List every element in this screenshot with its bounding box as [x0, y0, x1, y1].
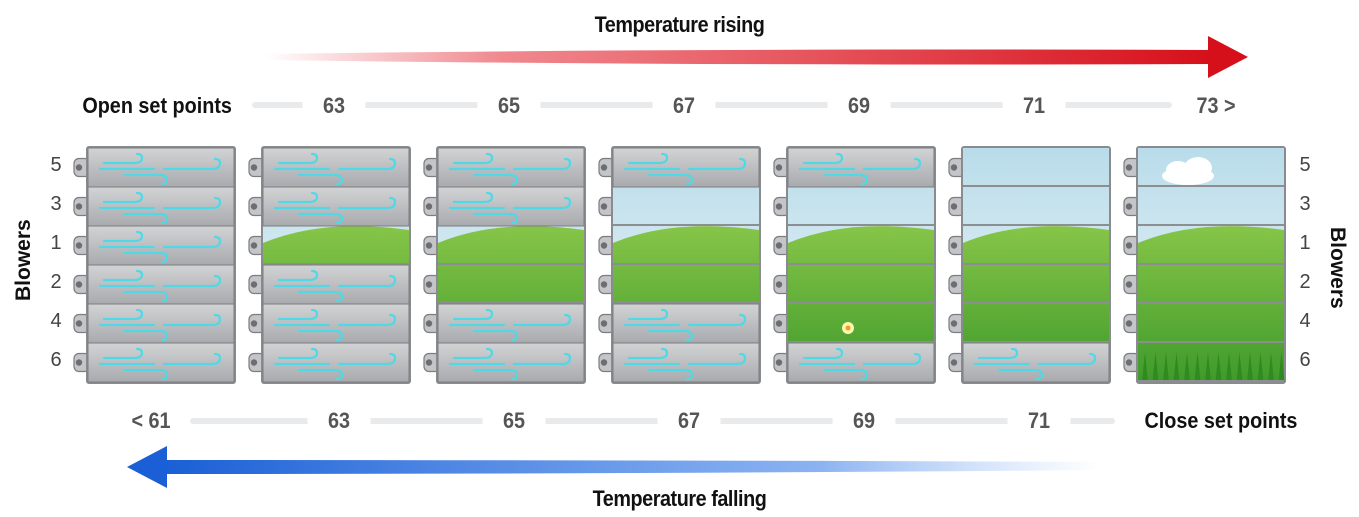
blower-row — [262, 186, 410, 227]
open-set-point-value: 63 — [302, 93, 366, 119]
blower-panel — [948, 146, 1111, 384]
blower-number-right: 1 — [1299, 232, 1311, 254]
wind-icon — [623, 152, 747, 186]
blower-row — [262, 342, 410, 383]
blower-number-left: 1 — [50, 232, 62, 254]
blower-row — [87, 186, 235, 227]
blower-panel — [248, 146, 411, 384]
wind-icon — [273, 308, 397, 342]
temperature-falling-arrow — [127, 446, 1100, 488]
blower-row — [612, 342, 760, 383]
close-set-point-value: 65 — [482, 408, 546, 434]
open-set-point-value: 65 — [477, 93, 541, 119]
wind-icon — [448, 152, 572, 186]
wind-icon — [798, 347, 922, 381]
blower-row — [262, 303, 410, 344]
blower-row — [612, 147, 760, 188]
temperature-falling-title: Temperature falling — [592, 486, 767, 511]
blower-row — [87, 342, 235, 383]
blower-row — [262, 264, 410, 305]
blower-panel — [73, 146, 236, 384]
blower-row — [87, 264, 235, 305]
blower-number-right: 2 — [1299, 271, 1311, 293]
blower-row — [787, 342, 935, 383]
wind-icon — [448, 191, 572, 225]
blower-panel — [423, 146, 586, 384]
close-set-points-label: Close set points — [1144, 408, 1298, 433]
blower-row — [612, 303, 760, 344]
blower-panel — [1123, 146, 1286, 384]
blower-number-left: 6 — [50, 349, 62, 371]
wind-icon — [798, 152, 922, 186]
close-set-points-line — [190, 418, 1115, 424]
blower-number-left: 3 — [50, 193, 62, 215]
cloud-icon — [1162, 157, 1214, 185]
blower-number-right: 6 — [1299, 349, 1311, 371]
temperature-rising-title: Temperature rising — [594, 12, 765, 37]
wind-icon — [273, 269, 397, 303]
blower-number-left: 2 — [50, 271, 62, 293]
wind-icon — [623, 308, 747, 342]
blower-row — [437, 342, 585, 383]
wind-icon — [273, 347, 397, 381]
wind-icon — [98, 230, 222, 264]
blower-row — [962, 342, 1110, 383]
open-set-point-value: 67 — [652, 93, 716, 119]
wind-icon — [98, 308, 222, 342]
wind-icon — [98, 191, 222, 225]
blower-row — [87, 225, 235, 266]
wind-icon — [98, 269, 222, 303]
wind-icon — [273, 152, 397, 186]
blower-row — [437, 303, 585, 344]
wind-icon — [623, 347, 747, 381]
wind-icon — [973, 347, 1097, 381]
close-set-point-value: 71 — [1007, 408, 1071, 434]
blower-row — [437, 147, 585, 188]
blower-panel — [598, 146, 761, 384]
blower-row — [87, 303, 235, 344]
blower-number-right: 4 — [1299, 310, 1311, 332]
blower-number-right: 5 — [1299, 154, 1311, 176]
wind-icon — [98, 347, 222, 381]
blower-row — [787, 147, 935, 188]
blower-row — [87, 147, 235, 188]
open-set-points-label: Open set points — [82, 93, 232, 118]
close-set-point-value: < 61 — [119, 408, 183, 434]
close-set-point-value: 69 — [832, 408, 896, 434]
wind-icon — [98, 152, 222, 186]
open-set-point-value: 73 > — [1184, 93, 1248, 119]
blower-row — [437, 186, 585, 227]
wind-icon — [448, 347, 572, 381]
blower-panel — [773, 146, 936, 384]
temperature-rising-arrow — [265, 36, 1248, 78]
blower-number-left: 5 — [50, 154, 62, 176]
wind-icon — [448, 308, 572, 342]
open-set-point-value: 71 — [1002, 93, 1066, 119]
wind-icon — [273, 191, 397, 225]
blower-number-left: 4 — [50, 310, 62, 332]
flower-icon — [842, 322, 854, 334]
open-set-point-value: 69 — [827, 93, 891, 119]
close-set-point-value: 67 — [657, 408, 721, 434]
blower-number-right: 3 — [1299, 193, 1311, 215]
close-set-point-value: 63 — [307, 408, 371, 434]
blower-row — [262, 147, 410, 188]
